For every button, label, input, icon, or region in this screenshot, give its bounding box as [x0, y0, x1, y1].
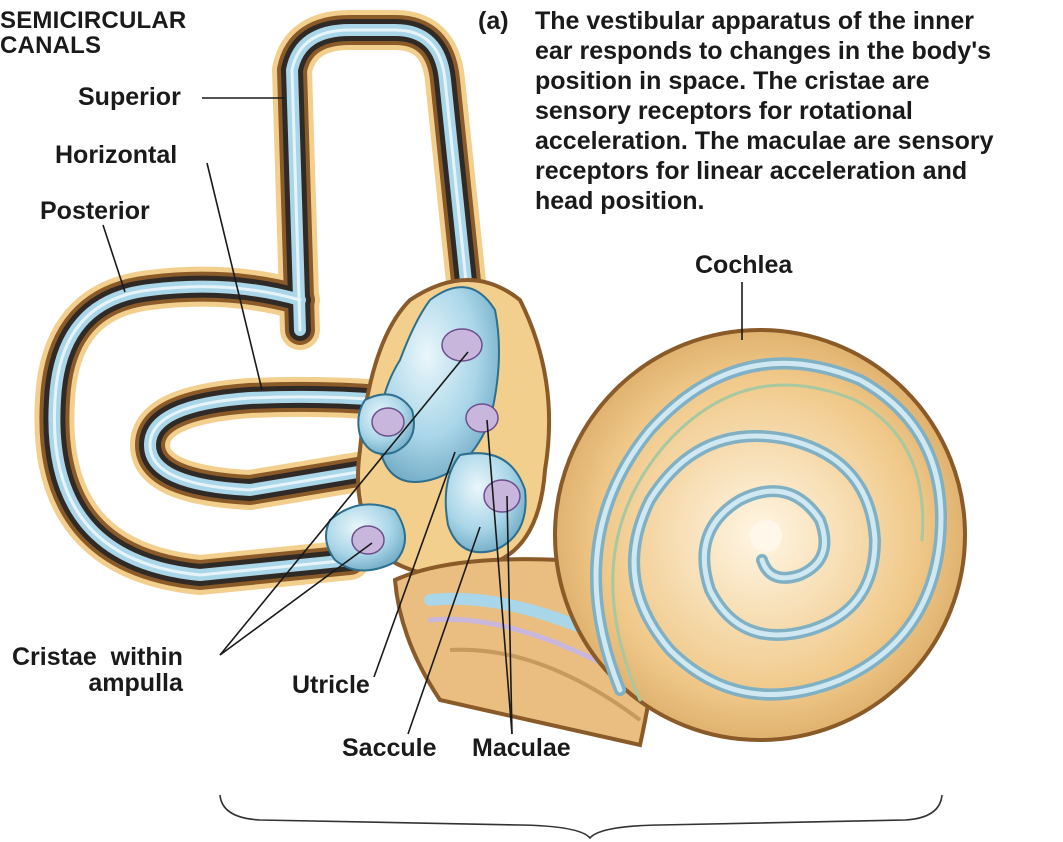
leader-horizontal [206, 162, 263, 391]
label-saccule: Saccule [342, 734, 437, 762]
macula-utricle [465, 403, 499, 433]
label-horizontal: Horizontal [55, 141, 178, 169]
crista-superior [441, 328, 483, 362]
crista-posterior [351, 525, 385, 555]
caption-line: acceleration. The maculae are sensory [535, 127, 994, 155]
caption-tag: (a) [478, 7, 509, 35]
caption-line: The vestibular apparatus of the inner [535, 7, 974, 35]
leader-saccule [407, 526, 481, 735]
label-utricle: Utricle [292, 671, 370, 699]
leader-lines [102, 97, 743, 735]
label-maculae: Maculae [472, 734, 571, 762]
label-cristae-line-2: ampulla [88, 669, 183, 698]
label-cristae-line-1: Cristae within [12, 643, 183, 671]
label-cochlea: Cochlea [695, 251, 793, 279]
leader-maculae-1 [506, 495, 513, 735]
label-posterior: Posterior [40, 197, 150, 225]
semicircular-canals [34, 10, 490, 595]
leader-posterior [102, 224, 126, 293]
caption-line: ear responds to changes in the body's [535, 37, 992, 65]
membranous-vestibule [325, 286, 527, 572]
heading-line-1: SEMICIRCULAR [0, 7, 187, 34]
leader-cristae-2 [219, 542, 373, 656]
cochlea-spiral [553, 328, 967, 742]
bottom-brace [219, 794, 943, 840]
macula-saccule [483, 479, 521, 513]
label-cristae-within-ampulla: Cristae within ampulla [12, 644, 183, 697]
caption-line: sensory receptors for rotational [535, 97, 913, 125]
leader-cristae-1 [219, 351, 469, 656]
caption-line: head position. [535, 187, 705, 215]
caption-line: receptors for linear acceleration and [535, 157, 968, 185]
caption-line: position in space. The cristae are [535, 67, 930, 95]
crista-horizontal [371, 407, 405, 437]
caption-body: The vestibular apparatus of the inner ea… [535, 6, 994, 216]
leader-maculae-2 [486, 419, 513, 735]
heading-semicircular-canals: SEMICIRCULAR CANALS [0, 7, 187, 60]
heading-line-2: CANALS [0, 32, 102, 60]
label-superior: Superior [78, 83, 181, 111]
leader-utricle [373, 451, 456, 678]
